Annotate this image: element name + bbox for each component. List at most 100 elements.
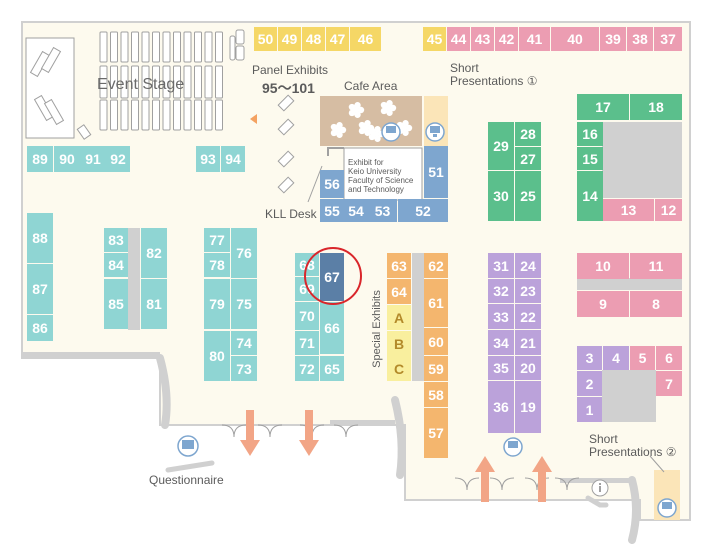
booth-52[interactable]: 52 <box>398 199 448 222</box>
booth-c[interactable]: C <box>387 356 411 381</box>
booth-25[interactable]: 25 <box>515 171 541 221</box>
booth-63[interactable]: 63 <box>387 253 411 278</box>
booth-75[interactable]: 75 <box>231 279 257 329</box>
booth-87[interactable]: 87 <box>27 264 53 314</box>
booth-36[interactable]: 36 <box>488 381 514 433</box>
booth-8[interactable]: 8 <box>630 291 682 317</box>
wall-right-curve <box>628 476 640 544</box>
booth-33[interactable]: 33 <box>488 304 514 329</box>
booth-80[interactable]: 80 <box>204 331 230 381</box>
booth-5[interactable]: 5 <box>630 346 655 370</box>
booth-11[interactable]: 11 <box>630 253 682 279</box>
booth-91[interactable]: 91 <box>80 146 106 172</box>
booth-a[interactable]: A <box>387 305 411 330</box>
booth-43[interactable]: 43 <box>471 27 494 51</box>
booth-83[interactable]: 83 <box>104 228 128 252</box>
booth-12[interactable]: 12 <box>655 199 682 221</box>
booth-15[interactable]: 15 <box>577 147 603 170</box>
booth-49[interactable]: 49 <box>278 27 301 51</box>
booth-13[interactable]: 13 <box>603 199 654 221</box>
booth-86[interactable]: 86 <box>27 315 53 341</box>
booth-56[interactable]: 56 <box>320 170 344 198</box>
booth-58[interactable]: 58 <box>424 382 448 407</box>
booth-14[interactable]: 14 <box>577 171 603 221</box>
booth-47[interactable]: 47 <box>326 27 349 51</box>
booth-71[interactable]: 71 <box>295 331 319 355</box>
booth-19[interactable]: 19 <box>515 381 541 433</box>
booth-38[interactable]: 38 <box>627 27 653 51</box>
booth-65[interactable]: 65 <box>320 356 344 381</box>
booth-35[interactable]: 35 <box>488 356 514 380</box>
booth-69[interactable]: 69 <box>295 277 319 301</box>
booth-b[interactable]: B <box>387 331 411 356</box>
booth-82[interactable]: 82 <box>141 228 167 278</box>
booth-92[interactable]: 92 <box>106 146 130 172</box>
booth-7[interactable]: 7 <box>656 371 682 396</box>
booth-16[interactable]: 16 <box>577 122 603 146</box>
booth-89[interactable]: 89 <box>27 146 53 172</box>
booth-57[interactable]: 57 <box>424 408 448 458</box>
booth-53[interactable]: 53 <box>368 199 397 222</box>
booth-55[interactable]: 55 <box>320 199 344 222</box>
booth-68[interactable]: 68 <box>295 253 319 276</box>
booth-2[interactable]: 2 <box>577 371 602 396</box>
booth-30[interactable]: 30 <box>488 171 514 221</box>
booth-60[interactable]: 60 <box>424 328 448 355</box>
booth-21[interactable]: 21 <box>515 330 541 355</box>
booth-41[interactable]: 41 <box>519 27 550 51</box>
booth-59[interactable]: 59 <box>424 356 448 381</box>
booth-62[interactable]: 62 <box>424 253 448 278</box>
booth-70[interactable]: 70 <box>295 302 319 330</box>
short-presentations-1-label-line2: Presentations ① <box>450 74 538 88</box>
booth-10[interactable]: 10 <box>577 253 629 279</box>
booth-90[interactable]: 90 <box>54 146 80 172</box>
booth-64[interactable]: 64 <box>387 279 411 304</box>
booth-54[interactable]: 54 <box>344 199 368 222</box>
booth-34[interactable]: 34 <box>488 330 514 355</box>
booth-78[interactable]: 78 <box>204 253 230 277</box>
booth-73[interactable]: 73 <box>231 356 257 381</box>
booth-28[interactable]: 28 <box>515 122 541 146</box>
booth-32[interactable]: 32 <box>488 279 514 303</box>
booth-1[interactable]: 1 <box>577 397 602 422</box>
booth-79[interactable]: 79 <box>204 279 230 329</box>
booth-84[interactable]: 84 <box>104 253 128 277</box>
booth-46[interactable]: 46 <box>350 27 381 51</box>
keio-exhibit-label-1: Exhibit for <box>348 158 384 167</box>
booth-27[interactable]: 27 <box>515 147 541 170</box>
booth-29[interactable]: 29 <box>488 122 514 170</box>
booth-24[interactable]: 24 <box>515 253 541 278</box>
booth-85[interactable]: 85 <box>104 279 128 329</box>
booth-39[interactable]: 39 <box>600 27 626 51</box>
booth-74[interactable]: 74 <box>231 331 257 355</box>
booth-93[interactable]: 93 <box>196 146 220 172</box>
booth-9[interactable]: 9 <box>577 291 629 317</box>
booth-88[interactable]: 88 <box>27 213 53 263</box>
booth-6[interactable]: 6 <box>656 346 682 370</box>
booth-37[interactable]: 37 <box>654 27 682 51</box>
booth-22[interactable]: 22 <box>515 304 541 329</box>
booth-4[interactable]: 4 <box>603 346 629 370</box>
booth-23[interactable]: 23 <box>515 279 541 303</box>
booth-17[interactable]: 17 <box>577 94 629 120</box>
booth-45[interactable]: 45 <box>423 27 446 51</box>
booth-81[interactable]: 81 <box>141 279 167 329</box>
booth-67[interactable]: 67 <box>320 253 344 301</box>
booth-66[interactable]: 66 <box>320 302 344 354</box>
booth-72[interactable]: 72 <box>295 356 319 381</box>
stage-tables <box>29 46 92 140</box>
booth-18[interactable]: 18 <box>630 94 682 120</box>
booth-61[interactable]: 61 <box>424 279 448 327</box>
booth-51[interactable]: 51 <box>424 146 448 198</box>
booth-76[interactable]: 76 <box>231 228 257 278</box>
booth-48[interactable]: 48 <box>302 27 325 51</box>
booth-3[interactable]: 3 <box>577 346 602 370</box>
booth-42[interactable]: 42 <box>495 27 518 51</box>
booth-40[interactable]: 40 <box>551 27 599 51</box>
booth-20[interactable]: 20 <box>515 356 541 380</box>
booth-94[interactable]: 94 <box>221 146 245 172</box>
booth-31[interactable]: 31 <box>488 253 514 278</box>
booth-77[interactable]: 77 <box>204 228 230 252</box>
booth-50[interactable]: 50 <box>254 27 277 51</box>
booth-44[interactable]: 44 <box>447 27 470 51</box>
